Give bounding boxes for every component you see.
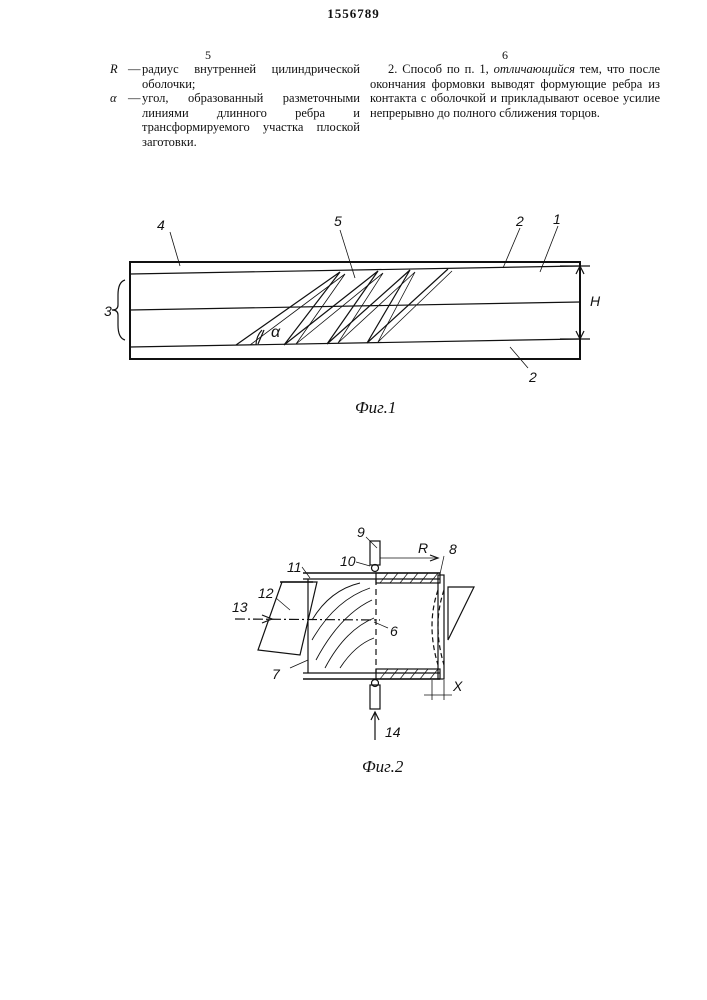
hatch-line	[410, 573, 418, 583]
section-hatching	[380, 573, 438, 679]
hatch-line	[380, 669, 388, 679]
rib-curve	[312, 583, 360, 620]
hatch-line	[400, 573, 408, 583]
label-2-top: 2	[515, 213, 524, 229]
end-plate-deflected	[432, 590, 438, 665]
rib-curve	[316, 600, 372, 660]
hatch-line	[420, 573, 428, 583]
label-7: 7	[272, 666, 281, 682]
leader-9	[366, 537, 377, 548]
rib-curve	[312, 588, 370, 640]
label-h: H	[590, 293, 601, 309]
label-1: 1	[553, 211, 561, 227]
leader-7	[290, 660, 308, 668]
label-13: 13	[232, 599, 248, 615]
label-8: 8	[449, 541, 457, 557]
leader-10	[356, 562, 370, 566]
label-3: 3	[104, 303, 112, 319]
blank-outline	[130, 262, 580, 359]
brace-3	[112, 280, 125, 340]
leader-1	[540, 226, 558, 272]
edge-line-top	[130, 266, 580, 274]
label-alpha: α	[271, 324, 281, 341]
label-11: 11	[287, 559, 302, 575]
leader-8	[440, 556, 444, 574]
label-4: 4	[157, 217, 165, 233]
label-10: 10	[340, 553, 356, 569]
leader-2-bottom	[510, 347, 528, 368]
figure-1-caption: Фиг.1	[355, 398, 396, 417]
hatch-line	[430, 573, 438, 583]
label-12: 12	[258, 585, 274, 601]
hatch-line	[420, 669, 428, 679]
leader-12	[276, 598, 290, 610]
hatch-line	[390, 573, 398, 583]
end-plate-deflected-2	[438, 590, 444, 665]
label-14: 14	[385, 724, 401, 740]
formed-ribs	[312, 583, 374, 668]
leader-4	[170, 232, 180, 266]
label-x: X	[452, 678, 463, 694]
label-9: 9	[357, 524, 365, 540]
label-5: 5	[334, 213, 342, 229]
right-wedge	[448, 587, 474, 640]
hatch-line	[400, 669, 408, 679]
shell-top-section	[376, 573, 440, 583]
rib-curve	[325, 618, 374, 668]
tool-14	[370, 685, 380, 709]
angle-arrow	[258, 330, 264, 344]
edge-line-bottom	[130, 339, 580, 347]
rib-zigzag-inner	[250, 271, 452, 345]
hatch-line	[380, 573, 388, 583]
axis-line	[235, 619, 380, 620]
rib-curve	[340, 638, 374, 668]
hatch-line	[430, 669, 438, 679]
hatch-line	[410, 669, 418, 679]
tool-9	[370, 541, 380, 565]
figure-1	[112, 226, 590, 368]
label-r: R	[418, 540, 428, 556]
shell-bottom-section	[376, 669, 440, 679]
hatch-line	[390, 669, 398, 679]
label-6: 6	[390, 623, 398, 639]
label-2-bottom: 2	[528, 369, 537, 385]
figure-2-caption: Фиг.2	[362, 757, 404, 776]
